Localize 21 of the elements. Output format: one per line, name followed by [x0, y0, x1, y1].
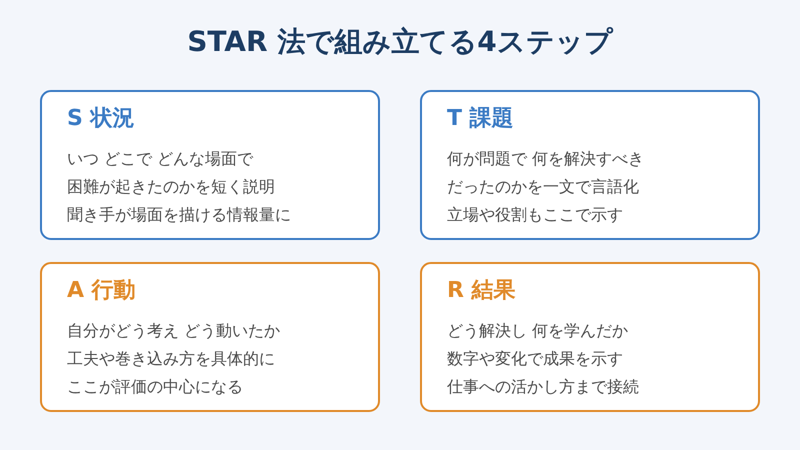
card-text: 困難が起きたのかを短く説明 — [67, 176, 275, 198]
card-text: 工夫や巻き込み方を具体的に — [67, 348, 275, 370]
card-text: 数字や変化で成果を示す — [447, 348, 623, 370]
step-card — [40, 90, 380, 240]
card-text: いつ どこで どんな場面で — [67, 148, 254, 170]
step-card — [40, 262, 380, 412]
card-text: 聞き手が場面を描ける情報量に — [67, 204, 291, 226]
card-text: 仕事への活かし方まで接続 — [447, 376, 639, 398]
diagram-title: STAR 法で組み立てる4ステップ — [187, 25, 613, 58]
card-heading: T 課題 — [447, 105, 514, 133]
card-text: 自分がどう考え どう動いたか — [67, 320, 280, 342]
step-card — [420, 90, 760, 240]
step-card — [420, 262, 760, 412]
card-heading: R 結果 — [447, 277, 516, 305]
card-text: ここが評価の中心になる — [67, 376, 243, 398]
card-text: だったのかを一文で言語化 — [447, 176, 639, 198]
card-heading: S 状況 — [67, 105, 135, 133]
card-heading: A 行動 — [67, 277, 136, 305]
card-text: どう解決し 何を学んだか — [447, 320, 628, 342]
card-text: 何が問題で 何を解決すべき — [447, 148, 644, 170]
card-text: 立場や役割もここで示す — [447, 204, 623, 226]
